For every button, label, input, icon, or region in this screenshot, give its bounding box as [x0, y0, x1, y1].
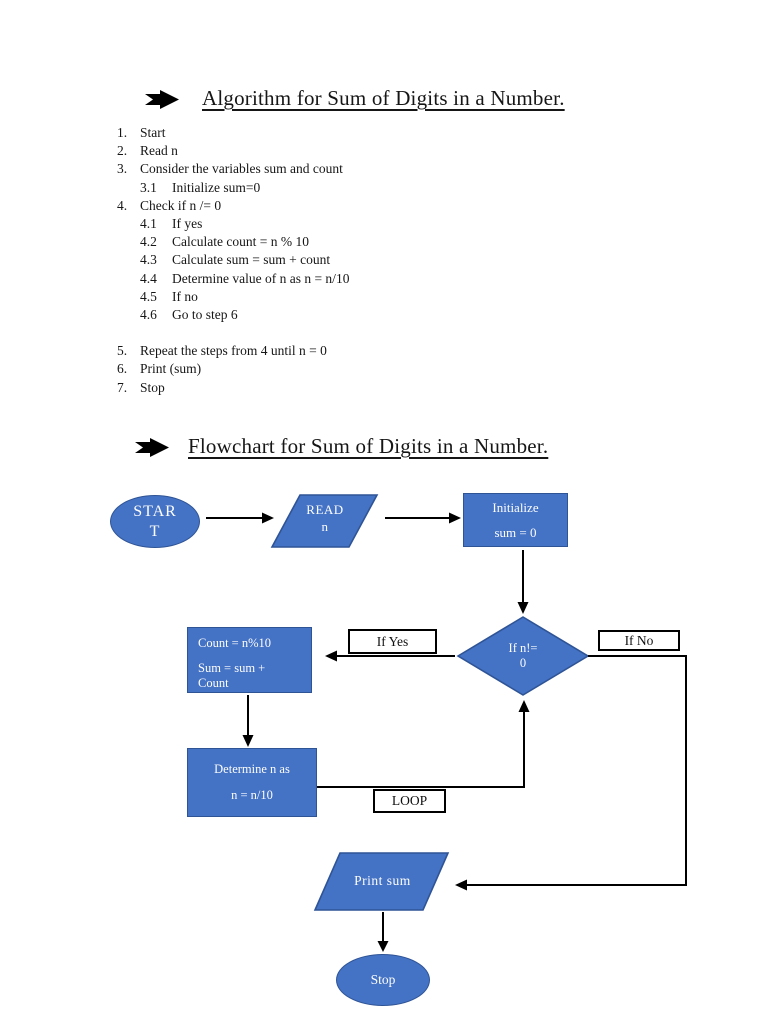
read-parallelogram-shape [270, 494, 379, 548]
algorithm-steps: 1. Start 2. Read n 3. Consider the variable… [117, 124, 577, 397]
step-number: 4.3 [140, 252, 157, 268]
step-number: 3.1 [140, 179, 157, 195]
start-label: STAR T [133, 503, 177, 540]
algorithm-step: 5. Repeat the steps from 4 until n = 0 [117, 342, 577, 360]
step-text: If yes [172, 215, 203, 231]
print-label: Print sum [354, 873, 411, 888]
step-number: 2. [117, 143, 128, 159]
step-text: If no [172, 288, 198, 304]
algorithm-substep: 4.2 Calculate count = n % 10 [140, 233, 577, 251]
step-number: 4. [117, 197, 128, 213]
step-number: 4.2 [140, 234, 157, 250]
algorithm-substep: 4.6 Go to step 6 [140, 306, 577, 324]
stop-terminator: Stop [336, 954, 430, 1006]
algorithm-step: 3. Consider the variables sum and count [117, 160, 577, 178]
step-text: Stop [140, 379, 165, 395]
count-process: Count = n%10 Sum = sum + Count [187, 627, 312, 693]
step-number: 1. [117, 125, 128, 140]
flow-connectors [206, 494, 687, 952]
connector-lines [206, 517, 687, 942]
algorithm-step: 4. Check if n /= 0 [117, 197, 577, 215]
determine-process: Determine n as n = n/10 [187, 748, 317, 817]
step-text: Print (sum) [140, 361, 202, 377]
algorithm-step: 6. Print (sum) [117, 360, 577, 378]
no-branch-label: If No [598, 630, 680, 651]
step-text: Go to step 6 [172, 306, 238, 322]
step-number: 7. [117, 379, 128, 395]
step-number: 3. [117, 161, 128, 177]
algorithm-step: 7. Stop [117, 379, 577, 397]
flowchart-heading: Flowchart for Sum of Digits in a Number. [188, 434, 549, 458]
step-text: Repeat the steps from 4 until n = 0 [140, 343, 327, 359]
step-text: Consider the variables sum and count [140, 161, 343, 177]
step-text: Calculate count = n % 10 [172, 234, 309, 250]
step-number: 4.5 [140, 288, 157, 304]
paragraph-gap [117, 324, 577, 342]
read-label: READ n [306, 502, 344, 534]
step-text: Initialize sum=0 [172, 179, 261, 195]
yes-branch-label: If Yes [348, 629, 437, 654]
step-number: 6. [117, 361, 128, 377]
step-text: Calculate sum = sum + count [172, 252, 331, 268]
loop-label: LOOP [373, 789, 446, 813]
print-parallelogram-shape [313, 852, 450, 911]
start-terminator: STAR T [110, 495, 200, 548]
step-number: 4.4 [140, 270, 157, 286]
flowchart: STAR T READ n Initialize sum = 0 If n!= … [0, 480, 768, 1024]
step-number: 4.6 [140, 306, 157, 322]
step-text: Determine value of n as n = n/10 [172, 270, 350, 286]
algorithm-heading: Algorithm for Sum of Digits in a Number. [202, 86, 565, 110]
step-text: Start [140, 125, 166, 140]
algorithm-step: 1. Start [117, 124, 577, 142]
algorithm-substep: 4.5 If no [140, 288, 577, 306]
algorithm-substep: 3.1 Initialize sum=0 [140, 179, 577, 197]
step-number: 4.1 [140, 215, 157, 231]
step-number: 5. [117, 343, 128, 359]
algorithm-substep: 4.1 If yes [140, 215, 577, 233]
initialize-process: Initialize sum = 0 [463, 493, 568, 547]
decision-label: If n!= 0 [508, 641, 538, 670]
algorithm-substep: 4.4 Determine value of n as n = n/10 [140, 270, 577, 288]
arrow-bullet-icon [145, 90, 179, 109]
step-text: Read n [140, 143, 178, 159]
algorithm-substep: 4.3 Calculate sum = sum + count [140, 251, 577, 269]
step-text: Check if n /= 0 [140, 197, 222, 213]
arrow-bullet-icon [135, 438, 169, 457]
connector-arrowheads [242, 512, 530, 952]
algorithm-step: 2. Read n [117, 142, 577, 160]
